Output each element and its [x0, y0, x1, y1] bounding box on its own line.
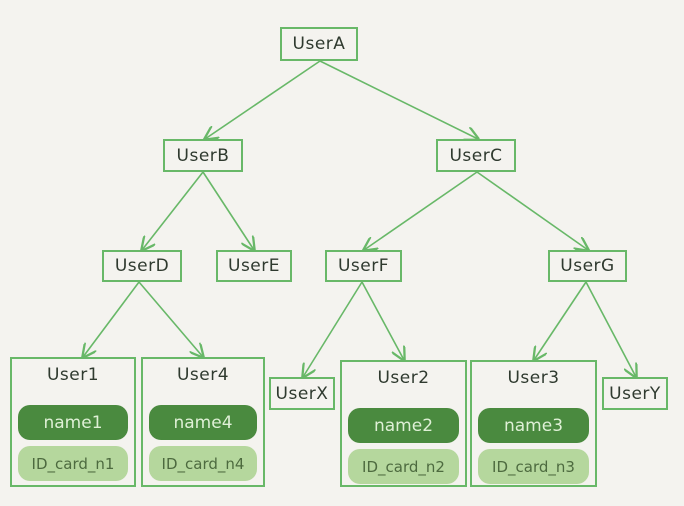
edge-userA-userC — [319, 60, 478, 139]
leaf-user2: User2 name2 ID_card_n2 — [340, 360, 467, 487]
edge-userD-user1 — [83, 281, 140, 357]
edge-userA-userB — [205, 60, 321, 139]
leaf-title: User2 — [377, 368, 430, 388]
id-card-field: ID_card_n2 — [348, 449, 459, 484]
edge-userC-userF — [364, 171, 478, 250]
leaf-title: User1 — [46, 365, 100, 385]
edge-userF-userX — [303, 281, 363, 377]
name-field: name3 — [478, 408, 589, 443]
name-field: name1 — [18, 405, 128, 440]
node-userC: UserC — [436, 139, 516, 172]
node-userB: UserB — [163, 139, 243, 172]
node-userX: UserX — [269, 377, 335, 410]
name-field: name2 — [348, 408, 459, 443]
leaf-user4: User4 name4 ID_card_n4 — [141, 357, 265, 487]
leaf-title: User3 — [507, 368, 560, 388]
node-userF: UserF — [325, 250, 402, 282]
node-userA: UserA — [280, 27, 358, 61]
edge-userD-user4 — [138, 281, 203, 357]
leaf-user3: User3 name3 ID_card_n3 — [470, 360, 597, 487]
node-userE: UserE — [216, 250, 292, 282]
id-card-field: ID_card_n4 — [149, 446, 257, 481]
node-userD: UserD — [102, 250, 182, 282]
node-userG: UserG — [548, 250, 627, 282]
edge-userC-userG — [476, 171, 588, 250]
node-userY: UserY — [602, 377, 668, 410]
name-field: name4 — [149, 405, 257, 440]
edge-userB-userD — [142, 171, 204, 250]
edge-userG-user3 — [534, 281, 587, 360]
id-card-field: ID_card_n1 — [18, 446, 128, 481]
leaf-title: User4 — [176, 365, 230, 385]
id-card-field: ID_card_n3 — [478, 449, 589, 484]
edge-userB-userE — [202, 171, 254, 250]
leaf-user1: User1 name1 ID_card_n1 — [10, 357, 136, 487]
edge-userG-userY — [585, 281, 636, 377]
edge-userF-user2 — [361, 281, 404, 360]
